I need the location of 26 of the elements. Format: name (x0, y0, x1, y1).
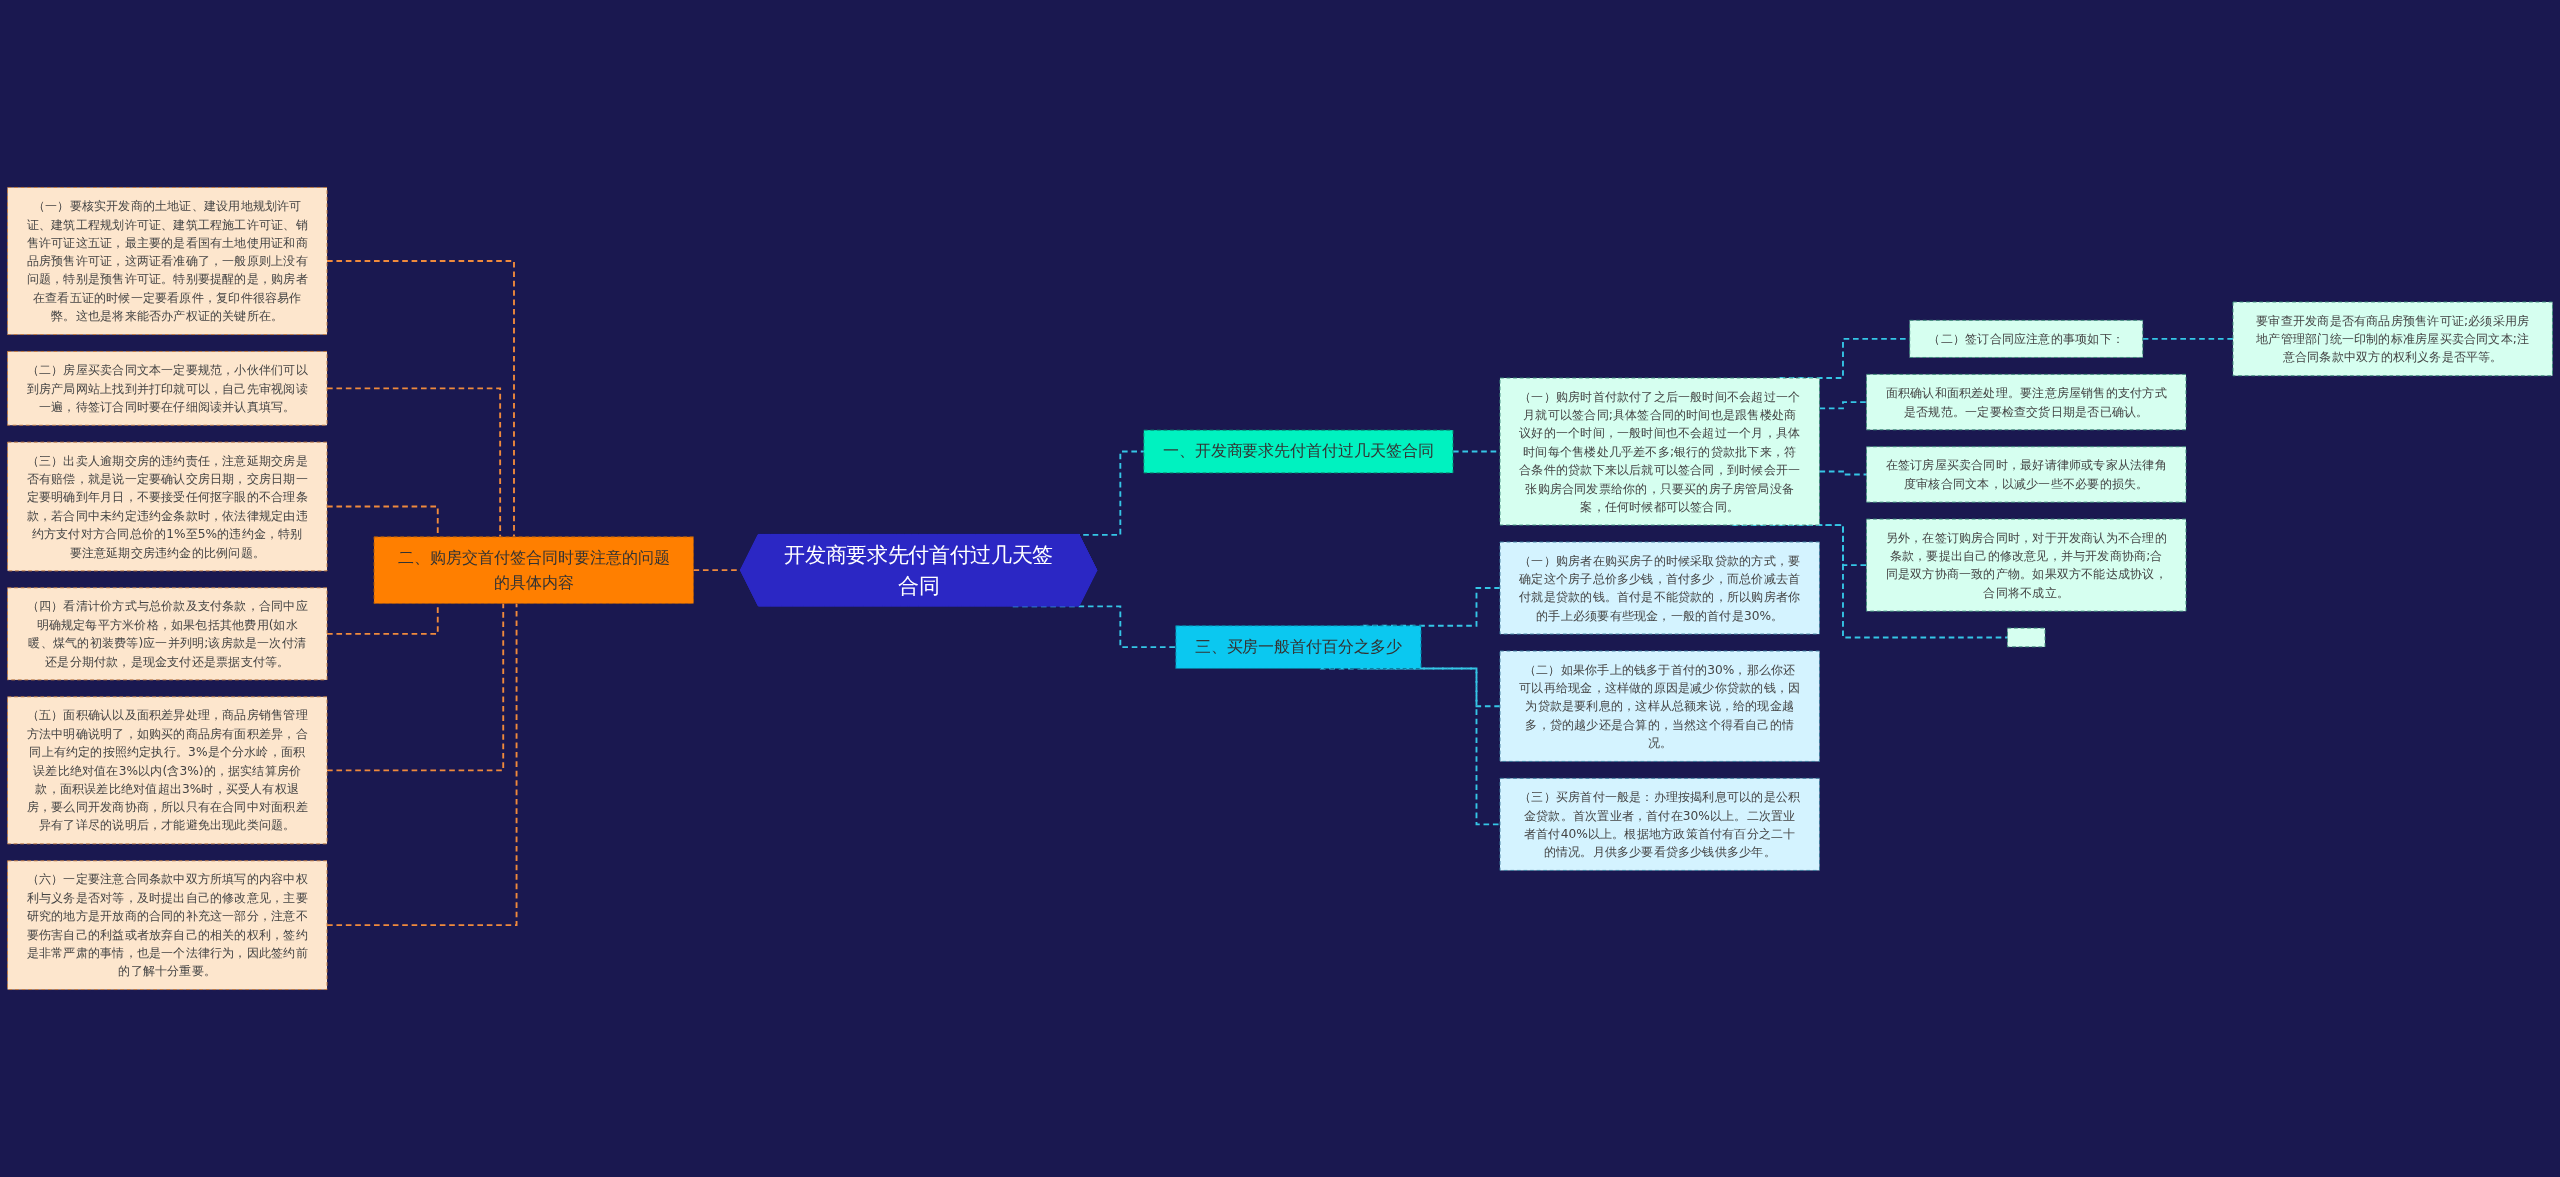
node-box: （三）出卖人逾期交房的违约责任，注意延期交房是否有赔偿，就是说一定要确认交房日期，交房日期一定要明确到年月日，不要接受任何抠字眼的不合理条款，若合同中未约定违约金条款时，依法律规定由违约方支付对方合同总价的1%至5%的违约金，特别要注意延期交房违约金的比例问题。 (7, 441, 328, 572)
node-box: （一）要核实开发商的土地证、建设用地规划许可证、建筑工程规划许可证、建筑工程施工许可证、销售许可证这五证，最主要的是看国有土地使用证和商品房预售许可证，这两证看准确了，一般原则上没有问题，特别是预售许可证。特别要提醒的是，购房者在查看五证的时候一定要看原件，复印件很容易作弊。这也是将来能否办产权证的关键所在。 (7, 187, 328, 335)
node-box: 另外，在签订购房合同时，对于开发商认为不合理的条款，要提出自己的修改意见，并与开发商协商;合同是双方协商一致的产物。如果双方不能达成协议，合同将不成立。 (1866, 518, 2187, 612)
connector (2141, 337, 2234, 340)
connector (1818, 470, 1868, 476)
node-box: （六）一定要注意合同条款中双方所填写的内容中权利与义务是否对等，及时提出自己的修改意见，主要研究的地方是开放商的合同的补充这一部分，注意不要伤害自己的利益或者放弃自己的相关的权利，签约是非常严肃的事情，也是一个法律行为，因此签约前的了解十分重要。 (7, 860, 328, 990)
node-box: 三、买房一般首付百分之多少 (1175, 625, 1422, 669)
connector (326, 602, 518, 927)
node-box: 要审查开发商是否有商品房预售许可证;必须采用房地产管理部门统一印制的标准房屋买卖合同文本;注意合同条款中双方的权利义务是否平等。 (2232, 301, 2553, 377)
node-box: （三）买房首付一般是：办理按揭利息可以的是公积金贷款。首次置业者，首付在30%以上。二次置业者首付40%以上。根据地方政策首付有百分之二十的情况。月供多少要看贷多少钱供多少年。 (1499, 777, 1820, 871)
node-box: 在签订房屋买卖合同时，最好请律师或专家从法律角度审核合同文本，以减少一些不必要的损失。 (1866, 446, 2187, 503)
node-box: （一）购房者在购买房子的时候采取贷款的方式，要确定这个房子总价多少钱，首付多少，而总价减去首付就是贷款的钱。首付是不能贷款的，所以购房者你的手上必须要有些现金，一般的首付是30%。 (1499, 541, 1820, 635)
node-box: 面积确认和面积差处理。要注意房屋销售的支付方式是否规范。一定要检查交货日期是否已确认。 (1866, 373, 2187, 431)
node-box (2006, 627, 2046, 648)
node-box: （二）签订合同应注意的事项如下： (1909, 319, 2144, 358)
node-box: 一、开发商要求先付首付过几天签合同 (1143, 429, 1454, 474)
connector (326, 602, 505, 772)
node-box: （二）房屋买卖合同文本一定要规范，小伙伴们可以到房产局网站上找到并打印就可以，自己先审视阅读一遍，待签订合同时要在仔细阅读并认真填写。 (7, 350, 328, 426)
connector (326, 260, 515, 538)
node-box: 二、购房交首付签合同时要注意的问题的具体内容 (373, 536, 694, 604)
connector (326, 387, 502, 538)
connector (1818, 401, 1868, 410)
node-box: （二）如果你手上的钱多于首付的30%，那么你还可以再给现金，这样做的原因是减少你贷款的钱，因为贷款是要利息的，这样从总额来说，给的现金越多，贷的越少还是合算的，当然这个得看自己的情况。 (1499, 650, 1820, 762)
node-box: （五）面积确认以及面积差异处理，商品房销售管理方法中明确说明了，如购买的商品房有面积差异，合同上有约定的按照约定执行。3%是个分水岭，面积误差比绝对值在3%以内(含3%)的，据实结算房价款，面积误差比绝对值超出3%时，买受人有权退房，要么同开发商协商，所以只有在合同中对面积差异有了详尽的说明后，才能避免出现此类问题。 (7, 696, 328, 845)
node-box: （一）购房时首付款付了之后一般时间不会超过一个月就可以签合同;具体签合同的时间也是跟售楼处商议好的一个时间，一般时间也不会超过一个月，具体时间每个售楼处几乎差不多;银行的贷款批下来，符合条件的贷款下来以后就可以签合同，到时候会开一张购房合同发票给你的，只要买的房子房管局没备案，任何时候都可以签合同。 (1499, 377, 1820, 526)
node-box: （四）看清计价方式与总价款及支付条款，合同中应明确规定每平方米价格，如果包括其他费用(如水暖、煤气的初装费等)应一并列明;该房款是一次付清还是分期付款，是现金支付还是票据支付等。 (7, 587, 328, 681)
